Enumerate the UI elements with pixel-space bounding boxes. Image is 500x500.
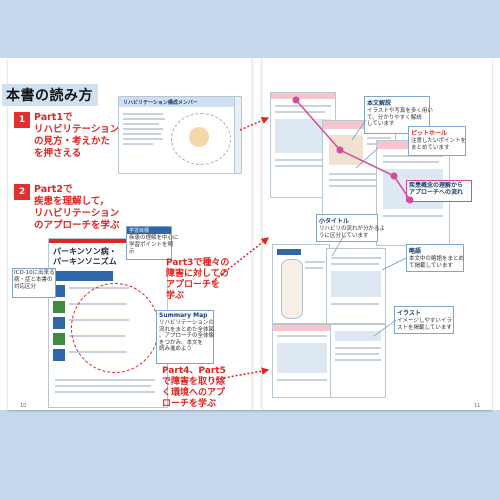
preview-team-title: リハビリテーション構成メンバー xyxy=(123,100,198,106)
callout-illust-title: イラスト xyxy=(397,310,421,317)
step-2-text: Part2で 疾患を理解して， リハビリテーション のアプローチを学ぶ xyxy=(34,184,120,231)
callout-illust: イラスト イメージしやすいイラ ストを掲載しています xyxy=(394,306,454,334)
team-diagram-center xyxy=(189,127,209,147)
page-number-right: 11 xyxy=(474,403,481,409)
icd-note: ICD-10に出来る 病・症と本書の 対応区分 xyxy=(12,268,56,298)
team-diagram-circle xyxy=(171,113,231,165)
bottom-background-band xyxy=(0,410,500,500)
preview-team-header xyxy=(119,97,237,107)
sample-page-4 xyxy=(272,244,330,324)
body-illustration xyxy=(281,259,303,319)
callout-pitfall-title: ピットホール xyxy=(411,130,448,137)
step-1-text: Part1で リハビリテーション の見方・考えかた を押さえる xyxy=(34,112,120,159)
sample-page-5 xyxy=(326,248,386,324)
callout-approach: 疾患概念の理解から アプローチへの流れ xyxy=(406,180,472,202)
callout-memo-text: 本文中の略語をまとめ て掲載しています xyxy=(409,256,465,269)
callout-pitfall: ピットホール 注意したいポイントを まとめています xyxy=(408,126,466,156)
summary-map-title: Summary Map xyxy=(159,312,208,319)
part4-5-text: Part4、Part5 で障害を取り除 く環境へのアプ ローチを学ぶ xyxy=(162,366,226,409)
callout-approach-title: 疾患概念の理解から アプローチへの流れ xyxy=(409,182,464,196)
callout-honbun-text: イラストや写真を多く用い て、分かりやすく解説 しています xyxy=(367,108,433,127)
chapter-page: パーキンソン病・ パーキンソニズム xyxy=(48,238,168,408)
chapter-title: パーキンソン病・ パーキンソニズム xyxy=(53,247,117,266)
book-gutter xyxy=(251,58,263,410)
part3-text: Part3で種々の 障害に対しての アプローチを 学ぶ xyxy=(166,258,230,301)
learning-goal-label: 学習目標 xyxy=(127,227,171,234)
sample-page-7 xyxy=(330,324,386,398)
callout-subtitle-title: 小タイトル xyxy=(319,218,350,225)
sample-page-6 xyxy=(272,324,332,398)
callout-illust-text: イメージしやすいイラ ストを掲載しています xyxy=(397,318,452,331)
callout-memo: 略語 本文中の略語をまとめ て掲載しています xyxy=(406,244,464,272)
callout-pitfall-text: 注意したいポイントを まとめています xyxy=(411,138,467,151)
callout-memo-title: 略語 xyxy=(409,248,422,255)
preview-team-page: リハビリテーション構成メンバー xyxy=(118,96,238,174)
step-1-badge: 1 xyxy=(14,112,30,128)
page-number-left: 10 xyxy=(20,403,27,409)
summary-map-text: リハビリテーションの 流れをまとめた全体図 。アプローチの全体像 をつかみ、本文… xyxy=(159,320,215,352)
page-title-block: 本書の読み方 xyxy=(2,84,98,106)
step-2-badge: 2 xyxy=(14,184,30,200)
summary-map-note: Summary Map リハビリテーションの 流れをまとめた全体図 。アプローチ… xyxy=(156,310,214,364)
callout-honbun-title: 本文解説 xyxy=(367,100,392,107)
learning-goal-note: 学習目標 疾患の理解を中心に 学習ポイントを明 示 xyxy=(126,226,179,260)
page-title: 本書の読み方 xyxy=(6,88,93,104)
learning-goal-text: 疾患の理解を中心に 学習ポイントを明 示 xyxy=(129,235,179,255)
top-background-band xyxy=(0,0,500,58)
